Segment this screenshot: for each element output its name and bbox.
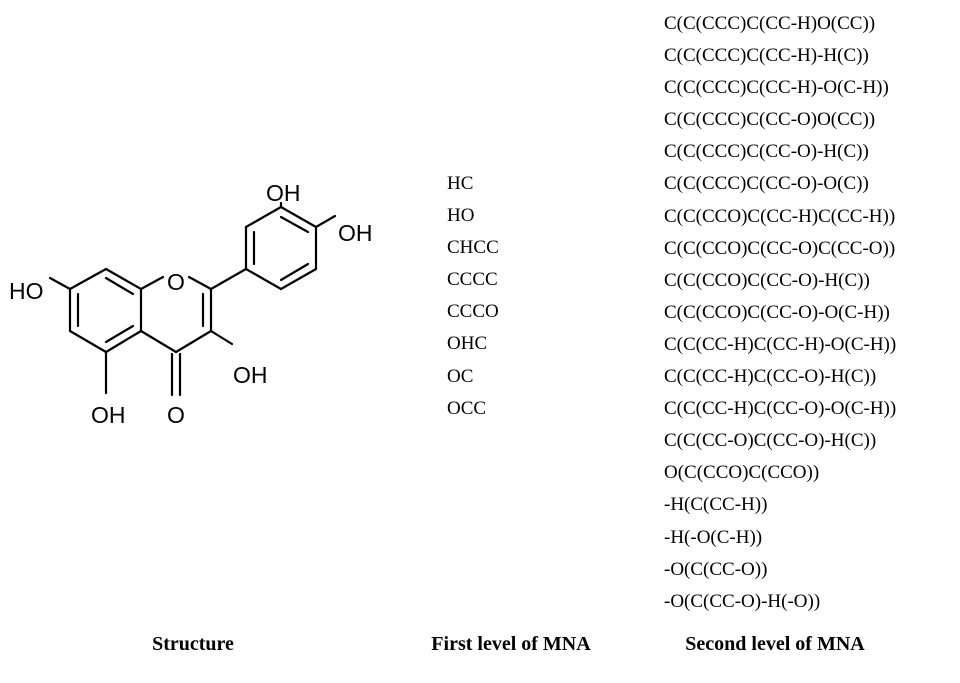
bond-c4p-oh (314, 214, 337, 229)
second-level-item: C(C(CCC)C(CC-O)-H(C)) (664, 141, 869, 163)
second-level-item: C(C(CCC)C(CC-O)-O(C)) (664, 173, 869, 195)
ring-c (139, 275, 213, 354)
second-level-item: C(C(CCC)C(CC-H)O(CC)) (664, 13, 876, 34)
second-level-item: C(C(CCC)C(CC-H)-O(C-H)) (664, 77, 889, 99)
caption-first-level: First level of MNA (431, 633, 591, 655)
atom-label-ring-oxygen: O (167, 269, 185, 295)
first-level-item: CCCC (447, 269, 498, 291)
carbonyl-bond (170, 352, 182, 397)
atom-label-oh-right: OH (338, 220, 373, 246)
atom-label-carbonyl-oxygen: O (167, 402, 185, 428)
second-level-item: -O(C(CC-O)) (664, 558, 768, 580)
second-level-item: O(C(CCO)C(CCO)) (664, 462, 820, 484)
second-level-item: -H(C(CC-H)) (664, 494, 768, 516)
caption-second-level: Second level of MNA (685, 633, 865, 655)
second-level-item: C(C(CCC)C(CC-O)O(CC)) (664, 109, 876, 131)
second-level-item: C(C(CCO)C(CC-O)-O(C-H)) (664, 301, 890, 323)
bond-c7-oh (48, 276, 72, 291)
caption-structure: Structure (152, 633, 234, 655)
atom-label-oh-top: OH (266, 180, 301, 206)
ring-b (244, 205, 318, 291)
second-level-item: C(C(CCO)C(CC-H)C(CC-H)) (664, 205, 896, 227)
first-level-item: OC (447, 365, 474, 387)
first-level-item: HO (447, 205, 475, 227)
second-level-item: C(C(CC-H)C(CC-H)-O(C-H)) (664, 333, 897, 355)
bond-c3-oh (209, 329, 234, 346)
bond-c2-ring-b (209, 267, 248, 291)
second-level-item: C(C(CCO)C(CC-O)-H(C)) (664, 269, 870, 291)
atom-label-ho-left: HO (9, 278, 44, 304)
atom-label-oh-bottom: OH (91, 402, 126, 428)
second-level-item: C(C(CCO)C(CC-O)C(CC-O)) (664, 237, 896, 259)
second-level-item: -H(-O(C-H)) (664, 526, 763, 548)
second-level-item: C(C(CCC)C(CC-H)-H(C)) (664, 45, 869, 67)
first-level-item: CCCO (447, 301, 499, 323)
atom-label-oh-c3: OH (233, 362, 268, 388)
second-level-item: -O(C(CC-O)-H(-O)) (664, 590, 821, 612)
first-level-item: OHC (447, 333, 488, 355)
first-level-item: OCC (447, 397, 487, 419)
second-level-item: C(C(CC-H)C(CC-O)-H(C)) (664, 366, 877, 388)
first-level-item: HC (447, 173, 474, 194)
second-level-item: C(C(CC-H)C(CC-O)-O(C-H)) (664, 398, 897, 420)
first-level-list: HC HO CHCC CCCC CCCO OHC OC OCC (447, 168, 499, 425)
second-level-item: C(C(CC-O)C(CC-O)-H(C)) (664, 430, 877, 452)
first-level-item: CHCC (447, 237, 499, 259)
second-level-list: C(C(CCC)C(CC-H)O(CC)) C(C(CCC)C(CC-H)-H(… (664, 8, 896, 618)
ring-a (68, 267, 143, 354)
quercetin-structure: OH OH HO O OH OH O (9, 180, 373, 428)
